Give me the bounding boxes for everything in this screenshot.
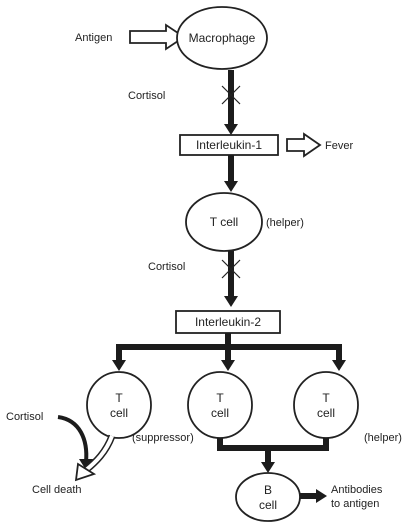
cell-death-label: Cell death	[32, 484, 82, 496]
t-cell-left-line2: cell	[110, 406, 128, 420]
macrophage-label: Macrophage	[189, 31, 256, 45]
helper-label-2: (helper)	[364, 432, 402, 444]
suppressor-to-death-head	[74, 462, 97, 482]
helper-label-1: (helper)	[266, 217, 304, 229]
antibodies-line2: to antigen	[331, 498, 379, 510]
antibodies-line1: Antibodies	[331, 484, 383, 496]
branch-middle-arrowhead	[221, 360, 235, 371]
t-cell-middle-line1: T	[216, 391, 224, 405]
suppressor-label: (suppressor)	[132, 432, 194, 444]
fever-arrow	[286, 132, 322, 158]
tcell-to-il2-arrowhead	[224, 296, 238, 307]
cortisol-block-2b	[221, 259, 241, 279]
branch-left-arrowhead	[112, 360, 126, 371]
suppressor-to-death-fill	[84, 435, 114, 472]
interleukin-2-label: Interleukin-2	[195, 315, 261, 329]
cortisol-label-2: Cortisol	[148, 261, 185, 273]
t-cell-middle-node	[187, 371, 253, 439]
t-cell-helper-label: T cell	[210, 215, 238, 229]
fever-label: Fever	[325, 140, 353, 152]
cortisol-to-death-curve	[57, 415, 89, 463]
t-cell-middle-line2: cell	[211, 406, 229, 420]
antigen-label: Antigen	[75, 32, 112, 44]
interleukin-1-label: Interleukin-1	[196, 138, 262, 152]
b-cell-line1: B	[264, 483, 272, 497]
bcell-to-antibodies-arrowhead	[316, 489, 327, 503]
cortisol-to-death-arrowhead	[79, 459, 93, 470]
t-cell-right-line1: T	[322, 391, 330, 405]
cortisol-label-1: Cortisol	[128, 90, 165, 102]
b-cell-line2: cell	[259, 498, 277, 512]
cortisol-label-3: Cortisol	[6, 411, 43, 423]
macrophage-node	[176, 6, 268, 70]
t-cell-right-node	[293, 371, 359, 439]
t-cell-right-line2: cell	[317, 406, 335, 420]
cortisol-block-1b	[221, 85, 241, 105]
t-cell-helper-node	[185, 192, 263, 252]
antigen-arrow	[129, 23, 186, 51]
macrophage-to-il1-arrowhead	[224, 124, 238, 135]
merge-to-bcell-arrowhead	[261, 462, 275, 473]
b-cell-node	[235, 472, 301, 522]
branch-right-arrowhead	[332, 360, 346, 371]
il1-to-tcell-arrowhead	[224, 181, 238, 192]
t-cell-left-line1: T	[115, 391, 123, 405]
t-cell-suppressor-node	[86, 371, 152, 439]
